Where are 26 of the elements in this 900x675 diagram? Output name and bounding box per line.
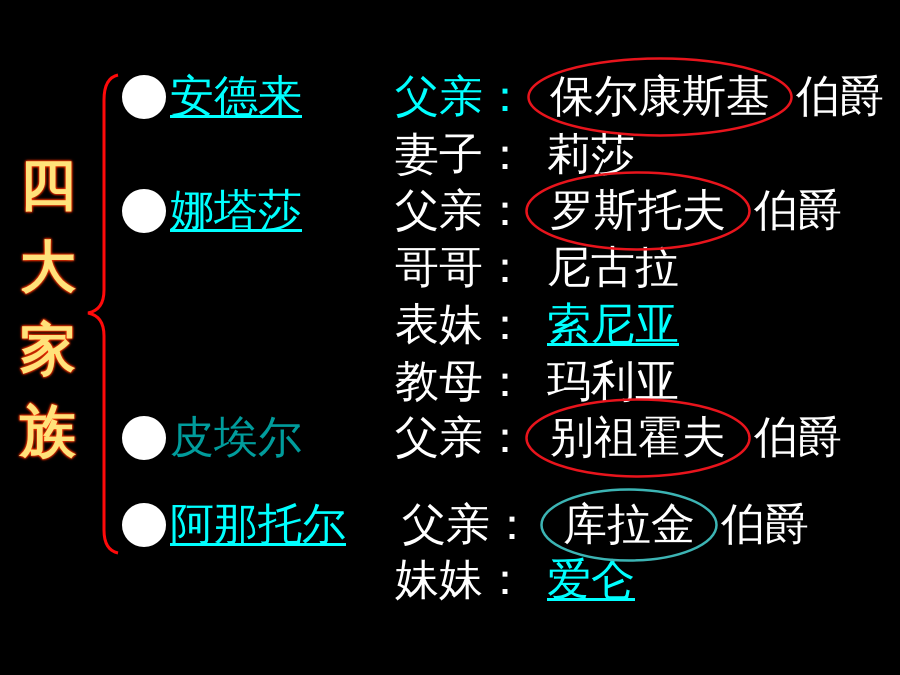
relation-label: 父亲：	[395, 73, 527, 121]
rank-text: 伯爵	[754, 414, 842, 462]
name-link: 爱仑	[547, 556, 635, 604]
name-text: 保尔康斯基	[549, 73, 771, 121]
name-text: 尼古拉	[547, 244, 679, 292]
relation-label: 父亲：	[402, 501, 534, 549]
rank-text: 伯爵	[796, 73, 884, 121]
name-text: 皮埃尔	[170, 414, 302, 462]
name-text: 罗斯托夫	[549, 187, 727, 235]
heading-text: 四大家族	[18, 151, 77, 466]
relation-label: 教母：	[395, 358, 527, 406]
relation-label: 妹妹：	[395, 556, 527, 604]
name-link: 阿那托尔	[170, 501, 346, 549]
relation-label: 哥哥：	[395, 244, 527, 292]
name-link: 娜塔莎	[170, 187, 302, 235]
name-link: 安德来	[170, 73, 302, 121]
name-text: 库拉金	[562, 501, 696, 549]
relation-label: 父亲：	[395, 187, 527, 235]
rank-text: 伯爵	[721, 501, 809, 549]
name-text: 玛利亚	[547, 358, 679, 406]
name-text: 别祖霍夫	[549, 414, 727, 462]
relation-label: 妻子：	[395, 131, 527, 179]
name-link: 索尼亚	[547, 301, 679, 349]
relation-label: 父亲：	[395, 414, 527, 462]
rank-text: 伯爵	[754, 187, 842, 235]
relation-label: 表妹：	[395, 301, 527, 349]
